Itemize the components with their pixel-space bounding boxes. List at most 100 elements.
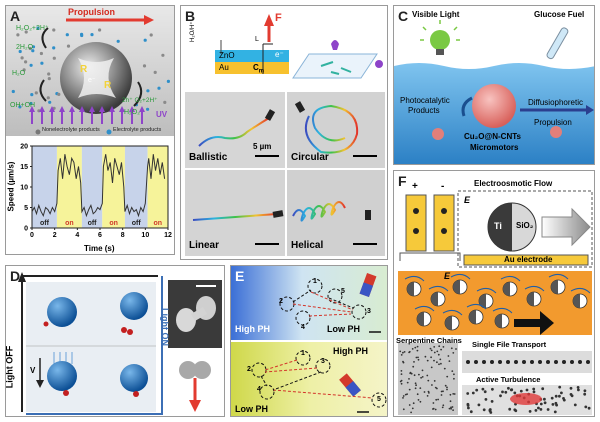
electron-b: e⁻ xyxy=(275,50,284,59)
serpentine-dot xyxy=(443,367,446,370)
serpentine-dot xyxy=(433,346,436,348)
single-file-dot xyxy=(562,360,566,364)
serpentine-dot xyxy=(455,348,457,350)
serpentine-dot xyxy=(418,373,420,376)
dimer-schematic-2 xyxy=(193,361,211,379)
chamber-flow-curve xyxy=(450,273,471,280)
uv-arrow-head xyxy=(59,106,65,112)
chamber-particle-cap xyxy=(551,280,558,294)
turbulence-dot xyxy=(558,394,561,398)
single-file-dot xyxy=(554,360,558,364)
chamber-flow-curve xyxy=(466,303,487,310)
serpentine-dot xyxy=(453,393,456,395)
particle xyxy=(39,51,44,56)
au-label: Au xyxy=(219,63,229,72)
serpentine-dot xyxy=(416,393,419,396)
turbulence-dot xyxy=(469,410,473,414)
eq-right: 2h⁺ O₂+2H⁺ xyxy=(122,97,158,104)
panel-b-label: B xyxy=(185,8,196,24)
chamber-particles xyxy=(404,273,591,331)
num-bot-5: 5 xyxy=(377,396,381,403)
propulsion-arrow-c-head xyxy=(586,105,594,115)
serpentine-dot xyxy=(399,380,402,383)
serpentine-dot xyxy=(438,363,440,366)
diffusio-1: Diffusiophoretic xyxy=(528,98,583,107)
x-tick-label: 6 xyxy=(98,232,102,239)
serpentine-dot xyxy=(449,400,452,403)
serpentine-dot xyxy=(417,356,419,359)
serpentine-dot xyxy=(436,350,439,353)
turbulence-dot xyxy=(583,389,587,393)
paths-bottom xyxy=(264,359,374,399)
serpentine-dot xyxy=(416,349,419,352)
serpentine-dots xyxy=(399,345,457,414)
sphere-1 xyxy=(47,297,77,327)
propulsion-label: Propulsion xyxy=(68,7,115,17)
serpentine-dot xyxy=(424,355,427,358)
particle xyxy=(48,100,52,104)
serpentine-dot xyxy=(452,393,455,395)
panel-e-graphics xyxy=(231,266,387,416)
rod-1 xyxy=(320,61,334,67)
particle xyxy=(47,72,51,76)
light-bulb-b xyxy=(331,40,339,50)
serpentine-dot xyxy=(400,382,403,385)
chamber-particle-cap xyxy=(431,292,438,306)
serpentine-dot xyxy=(448,360,451,362)
serpentine-dot xyxy=(417,358,420,361)
turbulence-dot xyxy=(499,394,502,398)
serpentine-dot xyxy=(402,408,405,411)
single-file-dot xyxy=(514,360,518,364)
reaction-arrow-top xyxy=(41,27,49,49)
high-ph-bot: High PH xyxy=(333,346,368,356)
micromotor-main xyxy=(472,84,516,128)
velocity-head xyxy=(36,380,44,388)
serpentine-dot xyxy=(416,345,419,348)
rod-ballistic xyxy=(264,109,276,121)
turbulence-dot xyxy=(537,406,540,410)
speed-line xyxy=(31,154,166,218)
turbulence-dot xyxy=(532,390,536,394)
turbulence-dot xyxy=(551,403,555,406)
particle xyxy=(24,30,28,34)
particle xyxy=(157,86,161,90)
serpentine-dot xyxy=(426,359,429,362)
turbulence-dot xyxy=(587,406,591,410)
panel-f-label: F xyxy=(398,173,407,189)
serpentine-dot xyxy=(400,354,403,356)
turbulence-dot xyxy=(558,385,562,389)
serpentine-dot xyxy=(423,391,426,393)
zno-label: ZnO xyxy=(219,51,235,60)
single-file-dot xyxy=(570,360,574,364)
serpentine-dot xyxy=(430,349,433,352)
turbulence-dot xyxy=(484,398,488,401)
particle xyxy=(80,32,84,36)
serpentine-dot xyxy=(440,390,443,393)
serpentine-dot xyxy=(435,398,438,401)
serpentine-dot xyxy=(438,345,441,348)
particle xyxy=(31,45,36,49)
serpentine-dot xyxy=(415,384,417,387)
panel-b: B F H₂O/H⁺ ZnO Au L Cm e⁻ 5 µm Ballistic… xyxy=(180,5,388,260)
chamber-particle-cap xyxy=(453,280,460,294)
panel-d: D Light OFF Light ON V xyxy=(5,265,225,417)
serpentine-dot xyxy=(427,390,430,393)
uv-arrow-head xyxy=(79,106,85,112)
interval-band xyxy=(124,146,148,228)
uv-arrow-head xyxy=(109,106,115,112)
particle xyxy=(57,92,61,96)
active-turb-label: Active Turbulence xyxy=(476,375,541,384)
serpentine-dot xyxy=(447,355,450,357)
serpentine-dot xyxy=(406,393,408,395)
chart-a-xlabel: Time (s) xyxy=(84,244,115,253)
particle xyxy=(146,107,150,111)
turbulence-dot xyxy=(482,408,486,412)
particle xyxy=(47,77,51,81)
turbulence-dot xyxy=(501,390,504,394)
bulb-rays xyxy=(420,20,460,41)
serpentine-dot xyxy=(451,406,454,408)
ti-half xyxy=(488,203,512,251)
legend-non: Nonelectrolyte products xyxy=(42,127,100,133)
turbulence-dot xyxy=(583,392,587,396)
